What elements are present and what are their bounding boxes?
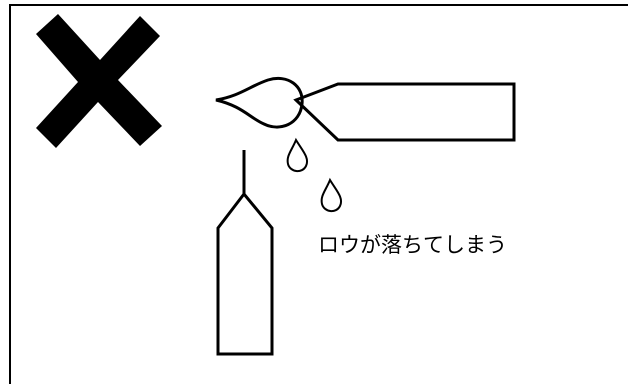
tilted-candle-body (296, 84, 514, 140)
upright-candle-body (218, 194, 272, 354)
caption-text: ロウが落ちてしまう (318, 229, 507, 259)
upright-candle (218, 150, 272, 354)
flame-icon (216, 78, 302, 127)
candle-diagram (0, 0, 628, 367)
cross-mark-icon (36, 14, 162, 148)
wax-drop-icon (322, 180, 341, 211)
tilted-candle (296, 84, 514, 140)
wax-drop-icon (288, 140, 307, 171)
